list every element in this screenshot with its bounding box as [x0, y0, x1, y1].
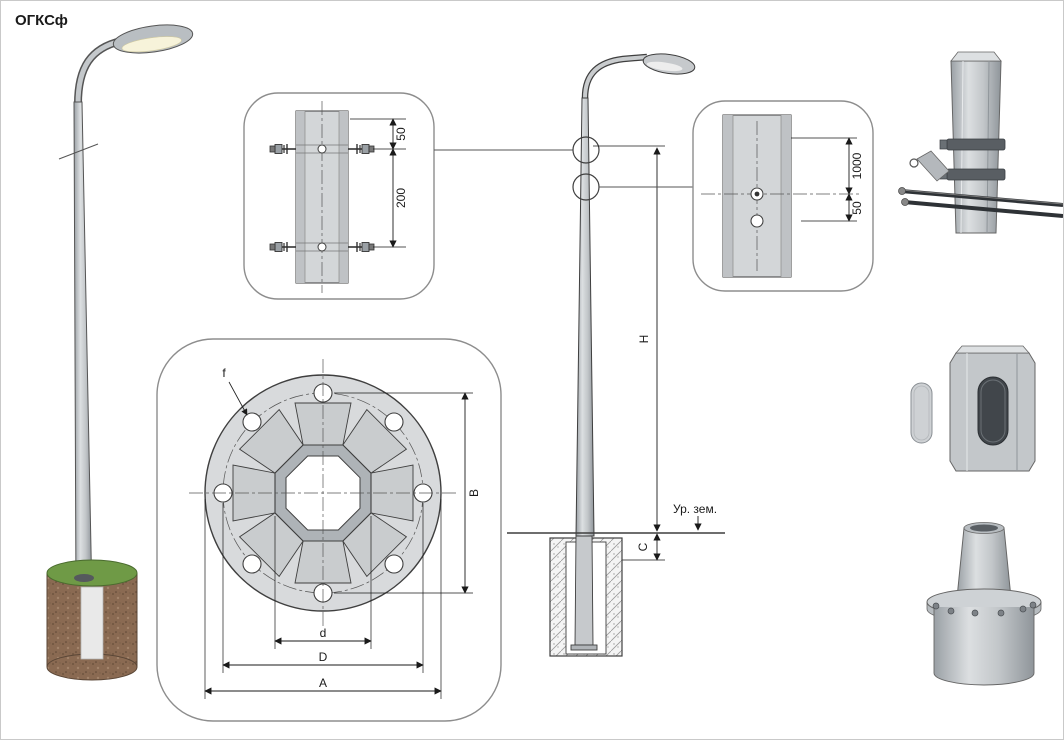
dim-label: B — [467, 489, 481, 497]
bolt-end-center — [754, 191, 760, 197]
break-mark — [58, 143, 99, 160]
bolt-hole — [384, 554, 404, 574]
wedge-clamp — [916, 150, 950, 182]
dim-label: C — [636, 542, 650, 551]
cable — [900, 189, 1063, 207]
hole-detail-view: 1000 50 — [692, 100, 874, 292]
band-clamp — [946, 168, 1006, 181]
dim-200: 200 — [373, 148, 408, 248]
dim-d: d — [274, 516, 372, 649]
hole — [317, 242, 327, 252]
hand-hole-cover — [910, 382, 933, 444]
dim-label: 200 — [394, 188, 408, 208]
clamp-detail-view: 50 200 — [243, 92, 435, 300]
clamp-loop — [909, 158, 919, 168]
band-clamp — [946, 138, 1006, 151]
bolt-hole — [242, 412, 262, 432]
dim-label: A — [319, 676, 327, 690]
pole-3d-render — [46, 24, 194, 681]
pole-shaft — [575, 97, 595, 537]
dim-1000: 1000 — [791, 137, 864, 195]
cable — [903, 200, 1063, 218]
cable-clamp-3d-render — [898, 51, 1063, 234]
flange-bolts — [932, 601, 1037, 617]
grass-top — [46, 559, 138, 587]
hand-hole-3d-render — [910, 345, 1036, 472]
dim-label: d — [320, 626, 327, 640]
base-shaft — [956, 527, 1012, 599]
lower-sleeve — [933, 607, 1035, 686]
embedded-pole — [574, 535, 594, 646]
dim-D: D — [222, 503, 424, 673]
dim-label: 50 — [850, 201, 864, 215]
lamp-head — [112, 24, 194, 54]
foundation-render — [46, 559, 138, 681]
dim-B: B — [334, 392, 481, 594]
ground-level-label: Ур. зем. — [673, 502, 717, 531]
dim-H: H — [593, 145, 665, 532]
dim-A: A — [204, 499, 442, 699]
flange-base-3d-render — [926, 522, 1042, 686]
bolt-hole — [242, 554, 262, 574]
pole-shaft — [73, 101, 93, 600]
hand-hole-opening — [977, 376, 1009, 446]
base-plate — [570, 644, 598, 651]
lamp-arm — [581, 53, 648, 99]
dim-label: D — [319, 650, 328, 664]
dim-50-right: 50 — [801, 193, 864, 222]
ground-label: Ур. зем. — [673, 502, 717, 516]
lamp-head — [642, 53, 696, 75]
dim-label: H — [637, 335, 651, 344]
drawing-title: ОГКСф — [15, 12, 68, 29]
foundation-section — [549, 535, 623, 657]
hole — [750, 214, 764, 228]
bolt-hole — [384, 412, 404, 432]
dim-f: f — [222, 366, 248, 416]
dim-label: 1000 — [850, 152, 864, 179]
pole-elevation-drawing: H Ур. зем. C — [507, 53, 725, 657]
dim-50-top: 50 — [350, 118, 408, 150]
dim-label: 50 — [394, 127, 408, 141]
detail-marker-upper — [572, 136, 600, 164]
hole — [317, 144, 327, 154]
dim-label: f — [222, 366, 226, 380]
foundation-slot — [80, 586, 104, 660]
flange-top-view: f B d D A — [156, 338, 502, 722]
